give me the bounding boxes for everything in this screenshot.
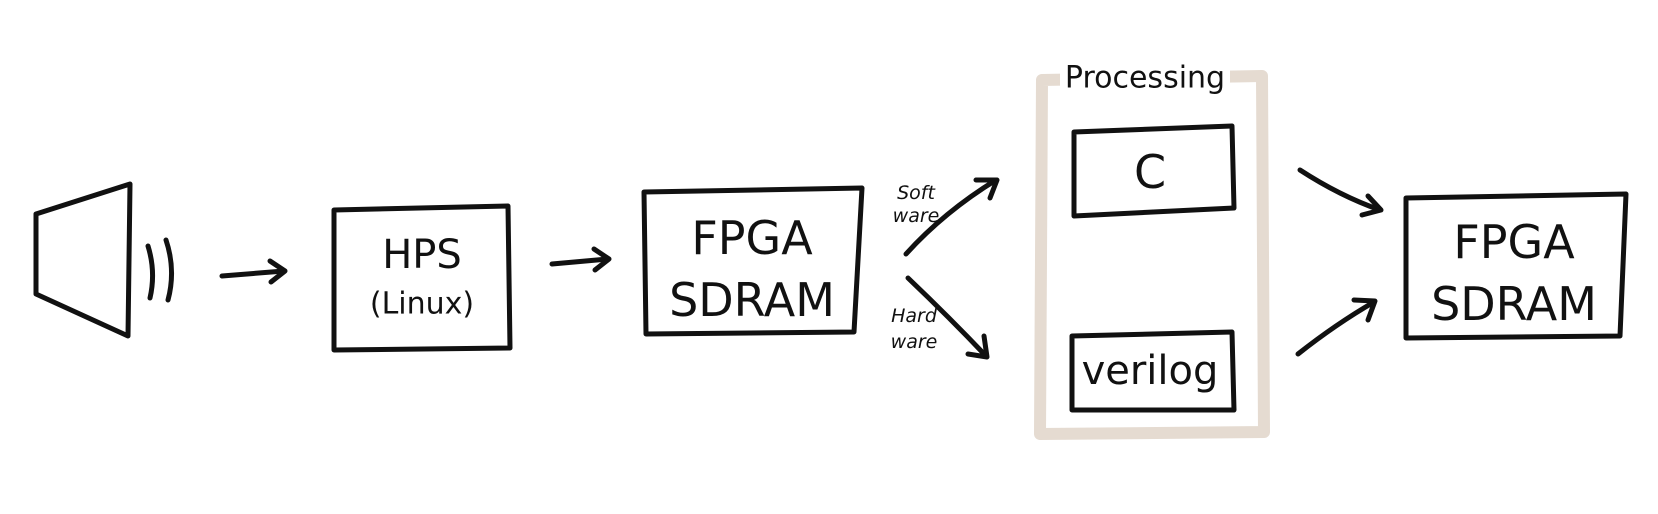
hps-box: HPS (Linux) <box>331 203 513 353</box>
arrow-speaker-to-hps <box>219 258 288 285</box>
hardware-label-line2: ware <box>891 331 938 353</box>
processing-group: Processing C verilog <box>1034 61 1270 440</box>
fpga-sdram-input-fpga-label: FPGA <box>691 211 813 265</box>
fpga-sdram-input-box: FPGA SDRAM <box>641 185 865 337</box>
fpga-sdram-input-sdram-label: SDRAM <box>669 273 835 327</box>
verilog-box: verilog <box>1069 329 1237 413</box>
hardware-label-line1: Hard <box>891 305 938 327</box>
hps-os-label: (Linux) <box>370 287 474 322</box>
arrow-c-to-fpga-sdram-output <box>1297 167 1384 218</box>
speaker-icon <box>33 181 174 339</box>
software-label-line2: ware <box>893 205 940 227</box>
hardware-arrow: Hard ware <box>891 275 990 360</box>
processing-title: Processing <box>1065 61 1225 96</box>
arrow-verilog-to-fpga-sdram-output <box>1295 297 1378 357</box>
verilog-label: verilog <box>1082 348 1219 394</box>
software-arrow: Soft ware <box>893 177 1000 257</box>
arrow-hps-to-fpga-sdram <box>549 246 612 273</box>
fpga-sdram-output-fpga-label: FPGA <box>1453 215 1575 269</box>
hps-label: HPS <box>382 232 462 278</box>
fpga-sdram-output-box: FPGA SDRAM <box>1403 191 1629 341</box>
fpga-sdram-output-sdram-label: SDRAM <box>1431 277 1597 331</box>
c-box: C <box>1071 123 1237 219</box>
c-label: C <box>1134 145 1166 199</box>
software-label-line1: Soft <box>897 182 936 204</box>
